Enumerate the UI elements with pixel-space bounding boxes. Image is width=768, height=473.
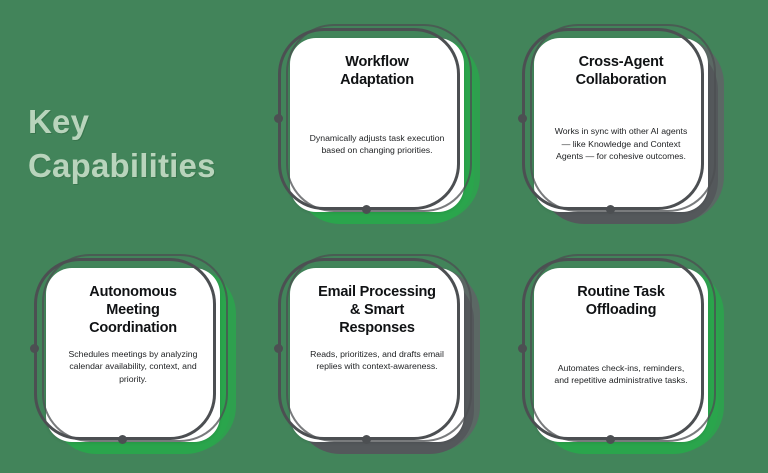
- connector-dot-left-icon: [30, 344, 39, 353]
- capability-card-workflow-adaptation[interactable]: Workflow Adaptation Dynamically adjusts …: [274, 22, 486, 234]
- card-title: Cross-Agent Collaboration: [548, 54, 694, 90]
- capability-card-email-processing-smart-responses[interactable]: Email Processing & Smart Responses Reads…: [274, 252, 486, 464]
- card-description: Dynamically adjusts task execution based…: [309, 132, 445, 155]
- card-outline: [278, 28, 460, 210]
- card-title-line: Routine Task: [577, 284, 665, 300]
- connector-dot-bottom-icon: [118, 435, 127, 444]
- card-outline: [34, 258, 216, 440]
- connector-dot-left-icon: [274, 114, 283, 123]
- card-title-line: Offloading: [585, 301, 657, 318]
- capability-card-cross-agent-collaboration[interactable]: Cross-Agent Collaboration Works in sync …: [518, 22, 730, 234]
- card-outline: [278, 258, 460, 440]
- card-title: Routine Task Offloading: [548, 284, 694, 320]
- connector-dot-bottom-icon: [362, 435, 371, 444]
- page-title-line-2: Capabilities: [28, 146, 216, 184]
- card-description: Works in sync with other AI agents — lik…: [554, 126, 688, 162]
- card-outline-secondary: [286, 24, 472, 212]
- card-title-line: Autonomous: [89, 284, 177, 300]
- card-title-line: Cross-Agent: [578, 54, 664, 70]
- card-title-line: Workflow: [345, 54, 409, 70]
- connector-dot-bottom-icon: [362, 205, 371, 214]
- connector-dot-left-icon: [518, 114, 527, 123]
- card-outline-secondary: [286, 254, 472, 442]
- card-title-line: & Smart: [349, 301, 405, 318]
- card-title-line: Adaptation: [340, 71, 414, 88]
- card-description: Reads, prioritizes, and drafts email rep…: [310, 348, 444, 372]
- page-title-line-1: Key: [28, 103, 90, 140]
- card-outline-secondary: [530, 254, 716, 442]
- card-title: Email Processing & Smart Responses: [304, 284, 450, 338]
- card-outline-secondary: [530, 24, 716, 212]
- connector-dot-left-icon: [274, 344, 283, 353]
- card-description: Schedules meetings by analyzing calendar…: [68, 348, 198, 384]
- capability-card-autonomous-meeting-coordination[interactable]: Autonomous Meeting Coordination Schedule…: [30, 252, 242, 464]
- card-outline: [522, 28, 704, 210]
- connector-dot-bottom-icon: [606, 435, 615, 444]
- page-title: Key Capabilities: [28, 100, 278, 187]
- card-title-line: Coordination: [89, 319, 177, 336]
- capability-card-routine-task-offloading[interactable]: Routine Task Offloading Automates check-…: [518, 252, 730, 464]
- connector-dot-bottom-icon: [606, 205, 615, 214]
- card-description: Automates check-ins, reminders, and repe…: [554, 362, 688, 385]
- card-title-line: Email Processing: [318, 284, 436, 300]
- card-outline-secondary: [42, 254, 228, 442]
- connector-dot-left-icon: [518, 344, 527, 353]
- card-title-line: Responses: [339, 319, 415, 336]
- card-title-line: Collaboration: [575, 71, 667, 88]
- card-title-line: Meeting: [106, 301, 160, 318]
- card-title: Autonomous Meeting Coordination: [60, 284, 206, 338]
- card-outline: [522, 258, 704, 440]
- card-title: Workflow Adaptation: [304, 54, 450, 90]
